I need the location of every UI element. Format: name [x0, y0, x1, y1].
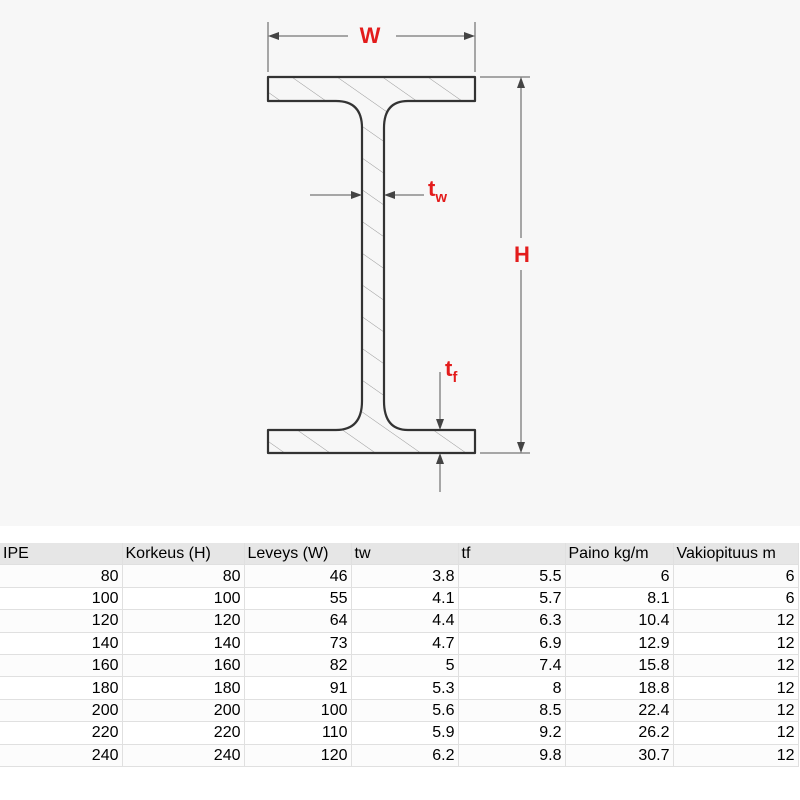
header-web-thickness: tw	[351, 543, 459, 566]
width-label: W	[360, 23, 381, 48]
table-cell: 6.3	[458, 609, 566, 633]
table-cell: 6.9	[458, 632, 566, 655]
table-cell: 12.9	[565, 632, 674, 655]
table-cell: 82	[244, 654, 352, 678]
table-cell: 5.7	[458, 587, 566, 611]
table-cell: 22.4	[565, 699, 674, 723]
table-cell: 46	[244, 564, 352, 588]
header-ipe: IPE	[0, 543, 123, 566]
table-cell: 4.4	[351, 609, 459, 633]
height-dimension: H	[480, 76, 530, 454]
table-cell: 9.2	[458, 721, 566, 745]
table-cell: 100	[244, 699, 352, 723]
table-cell: 8.1	[565, 587, 674, 611]
table-cell: 15.8	[565, 654, 674, 678]
ipe-dimension-table: IPE Korkeus (H) Leveys (W) tw tf Paino k…	[0, 543, 799, 767]
web-thickness-label: tw	[428, 176, 447, 206]
table-cell: 6.2	[351, 744, 459, 767]
table-cell: 80	[0, 564, 123, 588]
table-cell: 180	[122, 676, 245, 700]
web-thickness-dimension: tw	[310, 176, 447, 206]
table-cell: 120	[244, 744, 352, 767]
table-cell: 12	[673, 744, 799, 767]
table-cell: 73	[244, 632, 352, 655]
flange-thickness-label: tf	[445, 356, 458, 386]
table-cell: 140	[122, 632, 245, 655]
table-cell: 5.9	[351, 721, 459, 745]
table-cell: 6	[565, 564, 674, 588]
table-cell: 240	[122, 744, 245, 767]
table-cell: 160	[0, 654, 123, 678]
width-dimension: W	[267, 22, 476, 72]
table-cell: 64	[244, 609, 352, 633]
table-cell: 12	[673, 609, 799, 633]
table-cell: 4.7	[351, 632, 459, 655]
table-cell: 10.4	[565, 609, 674, 633]
table-cell: 26.2	[565, 721, 674, 745]
table-cell: 55	[244, 587, 352, 611]
table-cell: 8	[458, 676, 566, 700]
table-cell: 200	[122, 699, 245, 723]
table-cell: 5.3	[351, 676, 459, 700]
header-flange-thickness: tf	[458, 543, 566, 566]
table-cell: 5	[351, 654, 459, 678]
i-beam-profile	[266, 75, 477, 455]
table-cell: 30.7	[565, 744, 674, 767]
table-cell: 100	[0, 587, 123, 611]
table-cell: 160	[122, 654, 245, 678]
table-cell: 3.8	[351, 564, 459, 588]
header-width: Leveys (W)	[244, 543, 352, 566]
table-cell: 12	[673, 699, 799, 723]
header-weight: Paino kg/m	[565, 543, 674, 566]
table-cell: 12	[673, 721, 799, 745]
i-beam-diagram: W H tw tf	[266, 22, 530, 492]
table-cell: 4.1	[351, 587, 459, 611]
table-cell: 8.5	[458, 699, 566, 723]
table-cell: 91	[244, 676, 352, 700]
table-cell: 200	[0, 699, 123, 723]
table-cell: 80	[122, 564, 245, 588]
table-cell: 6	[673, 564, 799, 588]
table-cell: 120	[122, 609, 245, 633]
header-height: Korkeus (H)	[122, 543, 245, 566]
table-cell: 120	[0, 609, 123, 633]
table-cell: 18.8	[565, 676, 674, 700]
table-cell: 5.6	[351, 699, 459, 723]
header-standard-length: Vakiopituus m	[673, 543, 799, 566]
i-beam-drawing: W H tw tf	[266, 22, 530, 492]
table-cell: 5.5	[458, 564, 566, 588]
table-cell: 240	[0, 744, 123, 767]
table-cell: 180	[0, 676, 123, 700]
table-cell: 6	[673, 587, 799, 611]
table-cell: 12	[673, 632, 799, 655]
table-cell: 140	[0, 632, 123, 655]
table-cell: 220	[0, 721, 123, 745]
height-label: H	[514, 242, 530, 267]
table-cell: 9.8	[458, 744, 566, 767]
table-cell: 100	[122, 587, 245, 611]
table-cell: 7.4	[458, 654, 566, 678]
flange-thickness-dimension: tf	[436, 356, 458, 492]
table-cell: 110	[244, 721, 352, 745]
table-cell: 12	[673, 654, 799, 678]
ipe-dimension-table-container: IPE Korkeus (H) Leveys (W) tw tf Paino k…	[0, 543, 800, 767]
table-header-row: IPE Korkeus (H) Leveys (W) tw tf Paino k…	[0, 543, 799, 566]
table-cell: 12	[673, 676, 799, 700]
table-cell: 220	[122, 721, 245, 745]
